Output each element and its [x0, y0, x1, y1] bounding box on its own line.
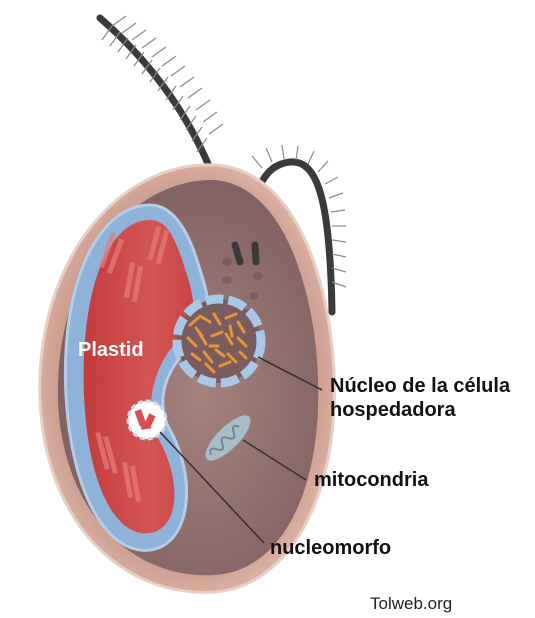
host-nucleus-label-line2: hospedadora: [330, 398, 530, 422]
host-nucleus-label-line1: Núcleo de la célula: [330, 374, 530, 398]
host-nucleus: [177, 299, 261, 383]
source-credit: Tolweb.org: [370, 594, 452, 614]
host-nucleus-label: Núcleo de la célula hospedadora: [330, 374, 530, 422]
mitochondria-label: mitocondria: [314, 468, 428, 492]
nucleomorph-label: nucleomorfo: [270, 536, 391, 560]
plastid-label: Plastid: [78, 339, 144, 361]
